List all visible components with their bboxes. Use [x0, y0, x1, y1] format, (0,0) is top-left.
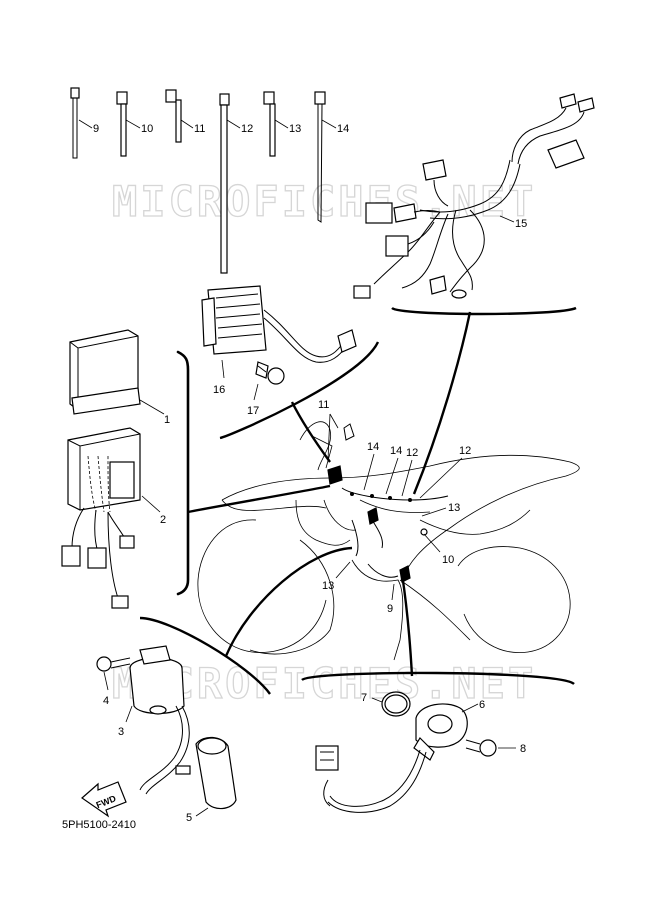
harness-bracket [391, 306, 577, 316]
callout-10-tie: 10 [141, 123, 153, 135]
o-ring-7 [381, 691, 411, 717]
callout-12-tie: 12 [241, 123, 253, 135]
callout-16: 16 [213, 384, 225, 396]
callout-14b-frame: 14 [390, 445, 402, 457]
cable-tie-10 [116, 91, 141, 157]
cdi-unit [69, 329, 141, 415]
cable-tie-9 [70, 87, 93, 159]
callout-8: 8 [520, 743, 526, 755]
bolt-8 [465, 739, 497, 757]
callout-10-frame: 10 [442, 554, 454, 566]
callout-13b-frame: 13 [322, 580, 334, 592]
sensor-bracket [301, 671, 575, 686]
callout-13-tie: 13 [289, 123, 301, 135]
callout-17: 17 [247, 405, 259, 417]
sensor-6 [315, 703, 468, 813]
cdi-group-bracket [176, 350, 190, 596]
cable-tie-14 [314, 91, 337, 223]
callout-1: 1 [164, 414, 170, 426]
callout-12b-frame: 12 [459, 445, 471, 457]
callout-14a-frame: 14 [367, 441, 379, 453]
callout-4: 4 [103, 695, 109, 707]
rectifier-regulator [201, 285, 357, 363]
cable-tie-12 [219, 93, 241, 274]
harness-leader [412, 311, 472, 495]
bolt-17 [255, 361, 285, 385]
fwd-arrow-icon: FWD [81, 781, 127, 818]
drawing-code: 5PH5100-2410 [62, 819, 136, 831]
callout-11-frame: 11 [318, 399, 329, 411]
wire-harness [353, 93, 595, 299]
callout-3: 3 [118, 726, 124, 738]
cdi-leader [187, 484, 331, 514]
callout-13a-frame: 13 [448, 502, 460, 514]
callout-7: 7 [361, 692, 367, 704]
cable-tie-11 [165, 89, 194, 143]
cdi-bracket [61, 427, 141, 609]
sensor-leader [400, 573, 414, 677]
callout-5: 5 [186, 812, 192, 824]
watermark-top: MICROFICHES.NET [112, 177, 536, 226]
rectifier-bracket [219, 341, 380, 440]
rectifier-leader [290, 401, 331, 463]
cable-tie-13 [263, 91, 289, 157]
callout-9-frame: 9 [387, 603, 393, 615]
coil-leader [224, 546, 353, 657]
bolt-4 [96, 656, 131, 672]
callout-11-tie: 11 [194, 123, 205, 135]
callout-14-tie: 14 [337, 123, 349, 135]
callout-6: 6 [479, 699, 485, 711]
callout-2: 2 [160, 514, 166, 526]
callout-9-tie: 9 [93, 123, 99, 135]
callout-12a-frame: 12 [406, 447, 418, 459]
callout-15: 15 [515, 218, 527, 230]
coil-bracket [139, 616, 271, 695]
ignition-coil [129, 645, 237, 810]
motorcycle-outline [197, 421, 580, 661]
